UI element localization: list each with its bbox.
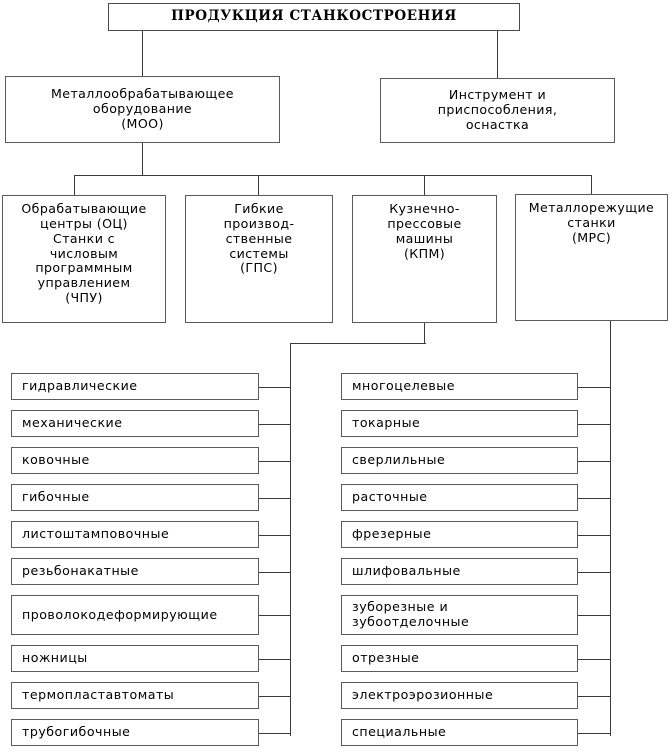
- leaf-box-label: гибочные: [22, 489, 90, 505]
- leaf-box[interactable]: термопластавтоматы: [11, 682, 259, 709]
- node-mrs-label: Металлорежущие станки (МРС): [528, 200, 655, 245]
- node-oc-label: Обрабатывающие центры (ОЦ) Станки с числ…: [21, 201, 147, 306]
- node-kpm[interactable]: Кузнечно- прессовые машины (КПМ): [352, 195, 497, 323]
- leaf-box-label: токарные: [352, 415, 421, 431]
- leaf-connector: [578, 659, 610, 661]
- leaf-box[interactable]: фрезерные: [341, 521, 578, 548]
- leaf-connector: [259, 387, 290, 389]
- leaf-connector: [259, 659, 290, 661]
- leaf-box-label: трубогибочные: [22, 724, 131, 740]
- leaf-box-label: ножницы: [22, 650, 88, 666]
- node-gps-label: Гибкие производ- ственные системы (ГПС): [223, 201, 295, 276]
- leaf-box-label: шлифовальные: [352, 563, 461, 579]
- leaf-connector: [259, 696, 290, 698]
- connector-kpm-down: [424, 323, 426, 344]
- node-oc[interactable]: Обрабатывающие центры (ОЦ) Станки с числ…: [2, 195, 166, 323]
- leaf-box-label: механические: [22, 415, 123, 431]
- leaf-box[interactable]: шлифовальные: [341, 558, 578, 585]
- leaf-connector: [259, 733, 290, 735]
- node-moo-label: Металлообрабатывающее оборудование (МОО): [51, 86, 234, 131]
- leaf-box-label: расточные: [352, 489, 428, 505]
- node-gps[interactable]: Гибкие производ- ственные системы (ГПС): [185, 195, 333, 323]
- leaf-connector: [578, 733, 610, 735]
- connector-level3-bus: [74, 175, 592, 177]
- node-moo[interactable]: Металлообрабатывающее оборудование (МОО): [5, 76, 280, 143]
- leaf-connector: [578, 535, 610, 537]
- leaf-box[interactable]: токарные: [341, 410, 578, 437]
- connector-kpm-elbow: [290, 343, 426, 345]
- leaf-box-label: сверлильные: [352, 452, 446, 468]
- leaf-box-label: гидравлические: [22, 378, 138, 394]
- leaf-connector: [578, 615, 610, 617]
- leaf-connector: [259, 535, 290, 537]
- leaf-connector: [578, 387, 610, 389]
- leaf-box-label: специальные: [352, 724, 447, 740]
- leaf-connector: [578, 696, 610, 698]
- leaf-connector: [578, 461, 610, 463]
- node-tool-label: Инструмент и приспособления, оснастка: [437, 87, 558, 132]
- leaf-box[interactable]: специальные: [341, 719, 578, 746]
- connector-bus-to-gps: [258, 175, 260, 195]
- leaf-connector: [259, 424, 290, 426]
- node-tool[interactable]: Инструмент и приспособления, оснастка: [380, 78, 615, 143]
- leaf-box[interactable]: ножницы: [11, 645, 259, 672]
- leaf-box[interactable]: трубогибочные: [11, 719, 259, 746]
- leaf-box[interactable]: ковочные: [11, 447, 259, 474]
- connector-root-to-moo: [142, 31, 144, 76]
- leaf-box-label: фрезерные: [352, 526, 432, 542]
- node-kpm-label: Кузнечно- прессовые машины (КПМ): [387, 201, 462, 261]
- leaf-box[interactable]: отрезные: [341, 645, 578, 672]
- node-mrs[interactable]: Металлорежущие станки (МРС): [515, 194, 668, 321]
- leaf-box-label: термопластавтоматы: [22, 687, 175, 703]
- leaf-connector: [578, 572, 610, 574]
- leaf-box[interactable]: резьбонакатные: [11, 558, 259, 585]
- leaf-box[interactable]: сверлильные: [341, 447, 578, 474]
- leaf-connector: [578, 498, 610, 500]
- connector-moo-down: [142, 143, 144, 176]
- leaf-box-label: многоцелевые: [352, 378, 455, 394]
- connector-root-to-tool: [497, 31, 499, 78]
- connector-bus-to-mrs: [591, 175, 593, 194]
- leaf-connector: [259, 572, 290, 574]
- leaf-box-label: резьбонакатные: [22, 563, 139, 579]
- leaf-box-label: отрезные: [352, 650, 420, 666]
- leaf-box[interactable]: листоштамповочные: [11, 521, 259, 548]
- trunk-mrs: [610, 321, 612, 736]
- leaf-box-label: зуборезные и зубоотделочные: [352, 599, 470, 629]
- leaf-box[interactable]: механические: [11, 410, 259, 437]
- leaf-box-label: проволокодеформирующие: [22, 606, 218, 622]
- node-root[interactable]: ПРОДУКЦИЯ СТАНКОСТРОЕНИЯ: [108, 3, 520, 31]
- leaf-box-label: ковочные: [22, 452, 90, 468]
- leaf-connector: [259, 615, 290, 617]
- leaf-box[interactable]: гидравлические: [11, 373, 259, 400]
- leaf-box[interactable]: гибочные: [11, 484, 259, 511]
- connector-bus-to-kpm: [424, 175, 426, 195]
- leaf-connector: [259, 461, 290, 463]
- connector-bus-to-oc: [74, 175, 76, 195]
- leaf-connector: [259, 498, 290, 500]
- leaf-box[interactable]: электроэрозионные: [341, 682, 578, 709]
- node-root-label: ПРОДУКЦИЯ СТАНКОСТРОЕНИЯ: [171, 8, 457, 25]
- leaf-box[interactable]: многоцелевые: [341, 373, 578, 400]
- leaf-box[interactable]: зуборезные и зубоотделочные: [341, 595, 578, 635]
- leaf-box-label: листоштамповочные: [22, 526, 170, 542]
- leaf-box-label: электроэрозионные: [352, 687, 494, 703]
- leaf-box[interactable]: расточные: [341, 484, 578, 511]
- trunk-kpm: [290, 343, 292, 736]
- leaf-connector: [578, 424, 610, 426]
- leaf-box[interactable]: проволокодеформирующие: [11, 595, 259, 635]
